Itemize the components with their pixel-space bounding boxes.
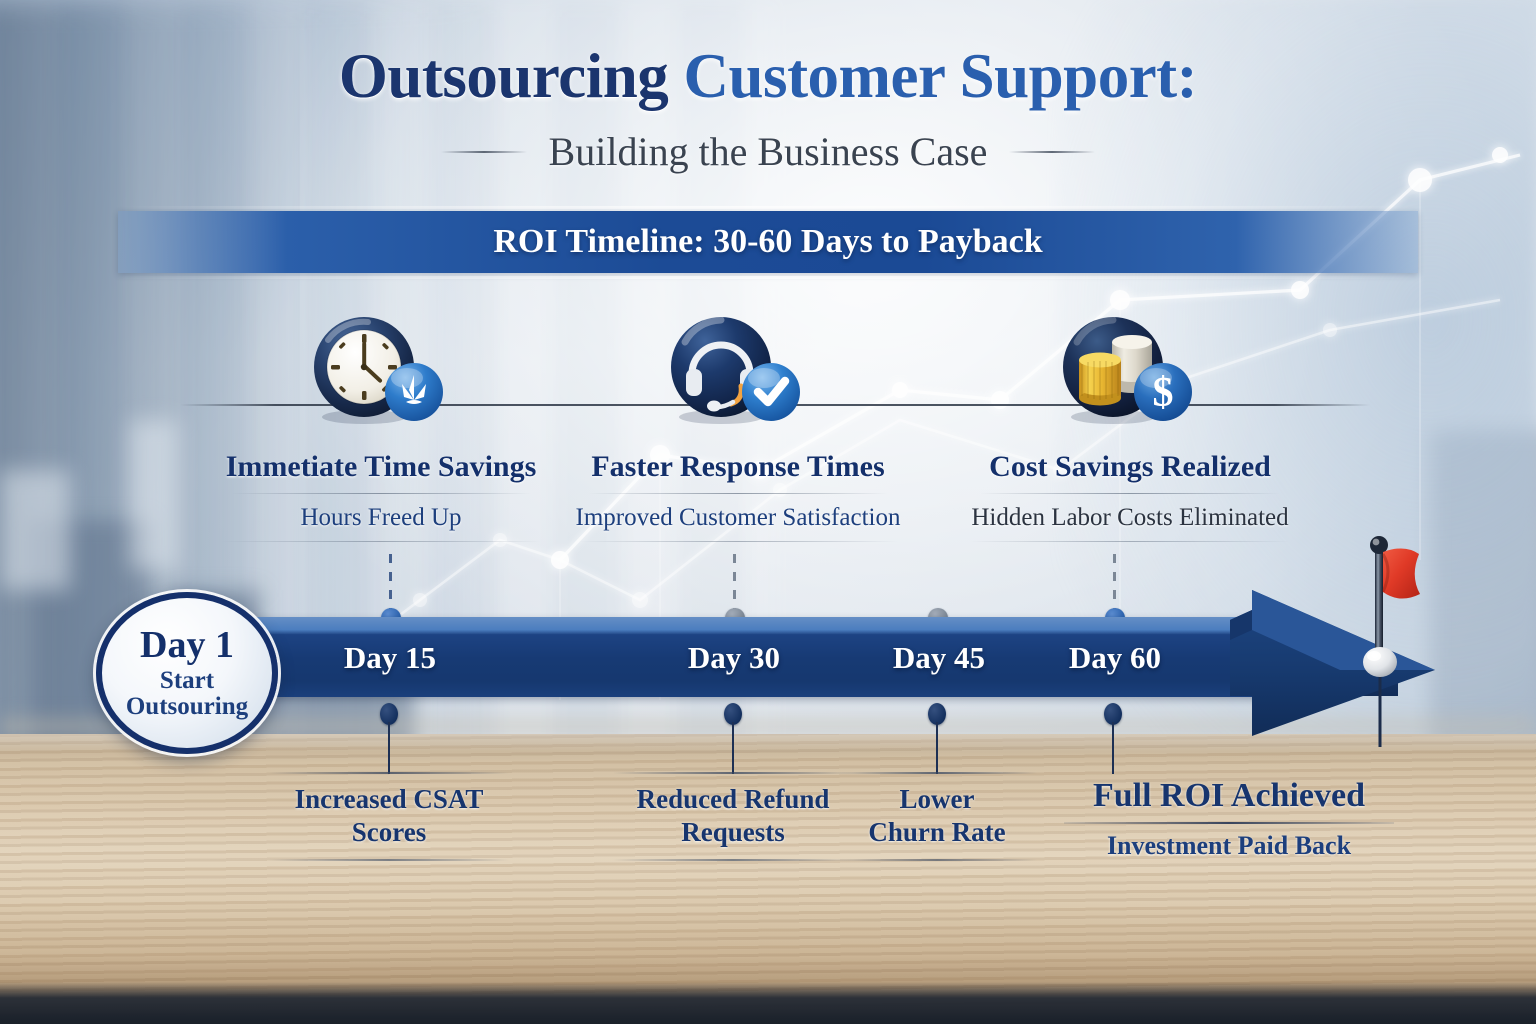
final-milestone-rule [1064, 822, 1394, 825]
lower-milestone-2: Reduced Refund Requests [568, 772, 898, 861]
coins-icon: $ [1063, 316, 1192, 424]
clock-icon [314, 317, 443, 424]
lower-milestone-1-rule-top [269, 772, 509, 774]
page-subtitle-row: Building the Business Case [0, 128, 1536, 175]
banner-highlight-top [118, 206, 1418, 209]
upper-milestone-2-rule [588, 493, 888, 494]
upper-milestone-2: Faster Response Times Improved Customer … [528, 312, 948, 542]
start-badge-line2: Outsouring [125, 693, 249, 720]
connector-down-line-3 [936, 722, 938, 774]
lower-milestone-3-rule-bottom [837, 858, 1037, 861]
lower-milestone-1-line2: Scores [351, 816, 427, 847]
connector-down-dot-2 [724, 703, 742, 725]
page-title-part1: Outsourcing [338, 41, 684, 111]
timeline-bar [205, 617, 1280, 697]
upper-milestone-3-rule2 [970, 541, 1290, 542]
timeline-tick-day30: Day 30 [687, 640, 781, 675]
upper-milestone-1-title: Immetiate Time Savings [225, 450, 537, 483]
lower-milestone-1-rule-bottom [269, 858, 509, 861]
coins-icon-wrap: $ [1055, 312, 1205, 424]
page-title: Outsourcing Customer Support: [0, 40, 1536, 113]
connector-up-day15 [389, 554, 392, 612]
roi-banner-label: ROI Timeline: 30-60 Days to Payback [493, 223, 1043, 260]
start-badge-line1: Start [159, 666, 215, 694]
start-badge-day: Day 1 [140, 623, 234, 666]
lower-milestone-3: Lower Churn Rate [772, 772, 1102, 861]
subtitle-dash-right [1009, 150, 1096, 153]
connector-down-dot-3 [928, 703, 946, 725]
upper-milestone-3: $ Cost Savings Realized Hidden Labor Cos… [920, 312, 1340, 542]
background-block-light [0, 470, 70, 590]
final-milestone: Full ROI Achieved Investment Paid Back [1048, 776, 1410, 861]
final-milestone-subtitle: Investment Paid Back [1106, 831, 1352, 861]
upper-milestone-2-rule2 [578, 541, 898, 542]
upper-milestone-3-subtitle: Hidden Labor Costs Eliminated [971, 504, 1289, 531]
upper-milestone-1-rule [231, 493, 531, 494]
upper-milestone-3-rule [980, 493, 1280, 494]
background-block-light [130, 420, 178, 570]
start-badge: Day 1 Start Outsouring [96, 592, 278, 754]
desk-front-edge [0, 982, 1536, 1024]
lower-milestone-2-line1: Reduced Refund [636, 784, 830, 814]
page-subtitle: Building the Business Case [548, 129, 988, 174]
timeline-tick-day15: Day 15 [343, 640, 437, 675]
headset-icon [671, 316, 800, 424]
desk-surface [0, 734, 1536, 1024]
lower-milestone-3-line1: Lower [899, 784, 975, 814]
subtitle-dash-left [440, 150, 527, 153]
upper-milestone-3-title: Cost Savings Realized [989, 450, 1271, 483]
page-title-part2: Customer Support: [683, 41, 1198, 111]
timeline-tick-day45: Day 45 [892, 640, 986, 675]
connector-up-day30 [733, 554, 736, 612]
connector-down-dot-1 [380, 703, 398, 725]
lower-milestone-2-rule-bottom [613, 858, 853, 861]
connector-up-day60 [1113, 554, 1116, 612]
svg-text:$: $ [1153, 370, 1174, 416]
final-milestone-title: Full ROI Achieved [1092, 777, 1366, 814]
lower-milestone-2-line2: Requests [681, 816, 785, 847]
connector-down-dot-4 [1104, 703, 1122, 725]
timeline-tick-day60: Day 60 [1068, 640, 1162, 675]
timeline-bar-gloss [205, 617, 1280, 634]
upper-milestone-1-subtitle: Hours Freed Up [300, 504, 462, 531]
upper-milestone-2-title: Faster Response Times [591, 450, 885, 483]
upper-milestone-2-subtitle: Improved Customer Satisfaction [575, 504, 901, 531]
lower-milestone-1: Increased CSAT Scores [224, 772, 554, 861]
lower-milestone-3-rule-top [837, 772, 1037, 774]
banner-highlight-bottom [118, 276, 1418, 279]
clock-icon-wrap [306, 312, 456, 424]
lower-milestone-2-rule-top [613, 772, 853, 774]
roi-banner: ROI Timeline: 30-60 Days to Payback [118, 211, 1418, 273]
connector-down-line-4 [1112, 722, 1114, 774]
headset-icon-wrap [663, 312, 813, 424]
upper-milestone-1-rule2 [221, 541, 541, 542]
lower-milestone-1-line1: Increased CSAT [294, 784, 484, 814]
connector-down-line-1 [388, 722, 390, 774]
connector-down-line-2 [732, 722, 734, 774]
upper-milestone-1: Immetiate Time Savings Hours Freed Up [171, 312, 591, 542]
lower-milestone-3-line2: Churn Rate [868, 816, 1006, 847]
red-flag-icon [1363, 536, 1420, 747]
